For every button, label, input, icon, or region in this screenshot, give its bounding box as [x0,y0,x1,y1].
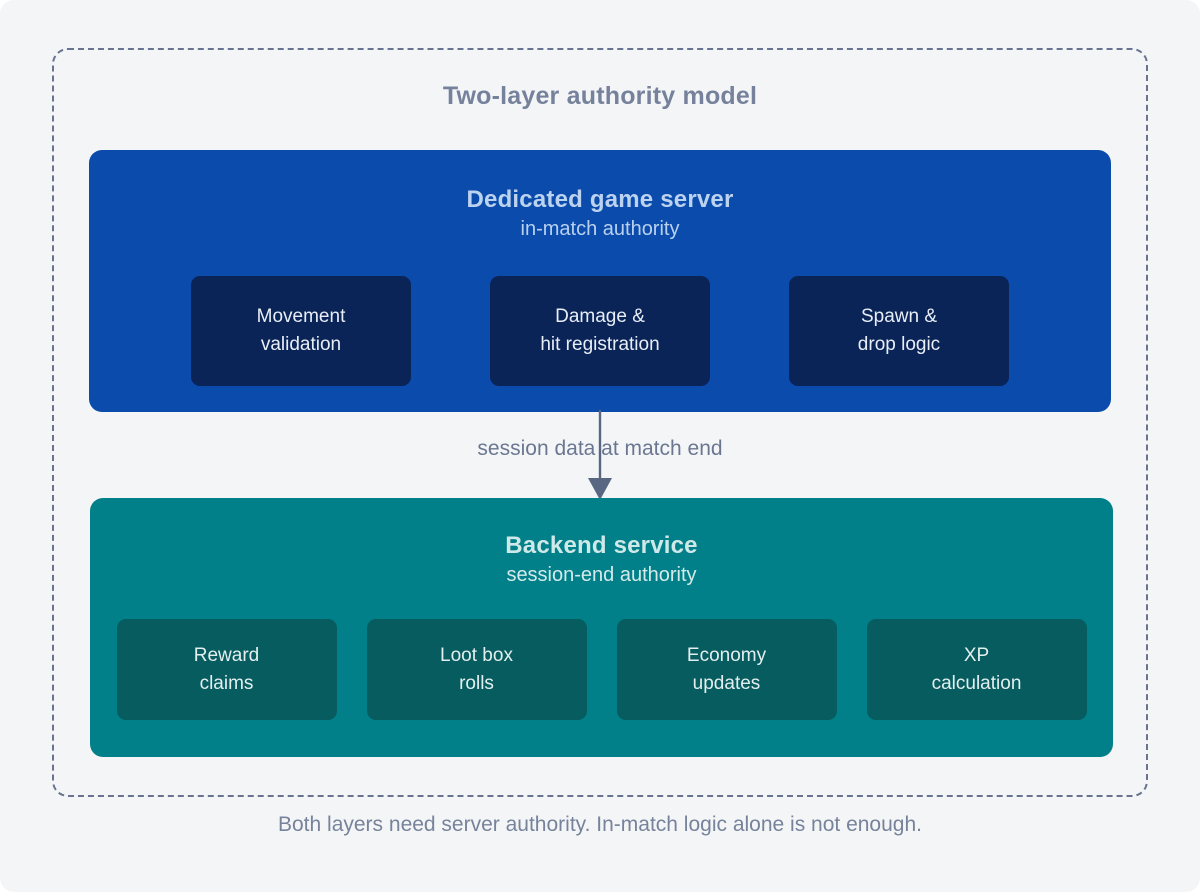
chip-line-2: validation [260,334,342,355]
chip-line-1: Economy [686,644,767,666]
chip-damage-hit-registration[interactable]: Damage & hit registration [490,276,710,386]
chip-line-2: updates [692,672,761,694]
chip-row-backend: Reward claims Loot box rolls Economy upd… [90,619,1113,720]
dashed-frame [52,48,1148,797]
chip-reward-claims[interactable]: Reward claims [116,619,337,720]
layer-heading-backend: Backend service [505,532,698,559]
chip-line-2: calculation [931,672,1022,694]
chip-spawn-drop-logic[interactable]: Spawn & drop logic [789,276,1009,386]
chip-row-server: Movement validation Damage & hit registr… [89,276,1111,386]
layer-panel-server: Dedicated game server in-match authority… [89,150,1111,412]
chip-line-1: Movement [256,306,346,327]
page-title: Two-layer authority model [442,82,758,110]
chip-line-1: Damage & [555,306,645,327]
chip-line-2: drop logic [857,334,941,355]
layer-heading-server: Dedicated game server [466,186,734,213]
connector-label: session data at match end [477,437,723,460]
chip-line-2: rolls [459,672,494,694]
chip-xp-calculation[interactable]: XP calculation [866,619,1087,720]
chip-line-1: Spawn & [860,306,938,327]
chip-line-1: Reward [193,644,260,666]
layer-panel-backend: Backend service session-end authority Re… [90,498,1113,757]
footer-caption: Both layers need server authority. In-ma… [278,813,922,836]
chip-movement-validation[interactable]: Movement validation [191,276,411,386]
chip-line-2: hit registration [540,334,660,355]
chip-line-1: XP [963,644,990,666]
chip-line-1: Loot box [440,644,513,666]
chip-line-2: claims [199,672,254,694]
chip-economy-updates[interactable]: Economy updates [616,619,837,720]
connector-arrow [566,410,634,502]
chip-loot-box-rolls[interactable]: Loot box rolls [366,619,587,720]
layer-subheading-server: in-match authority [520,218,680,240]
layer-subheading-backend: session-end authority [506,564,697,586]
